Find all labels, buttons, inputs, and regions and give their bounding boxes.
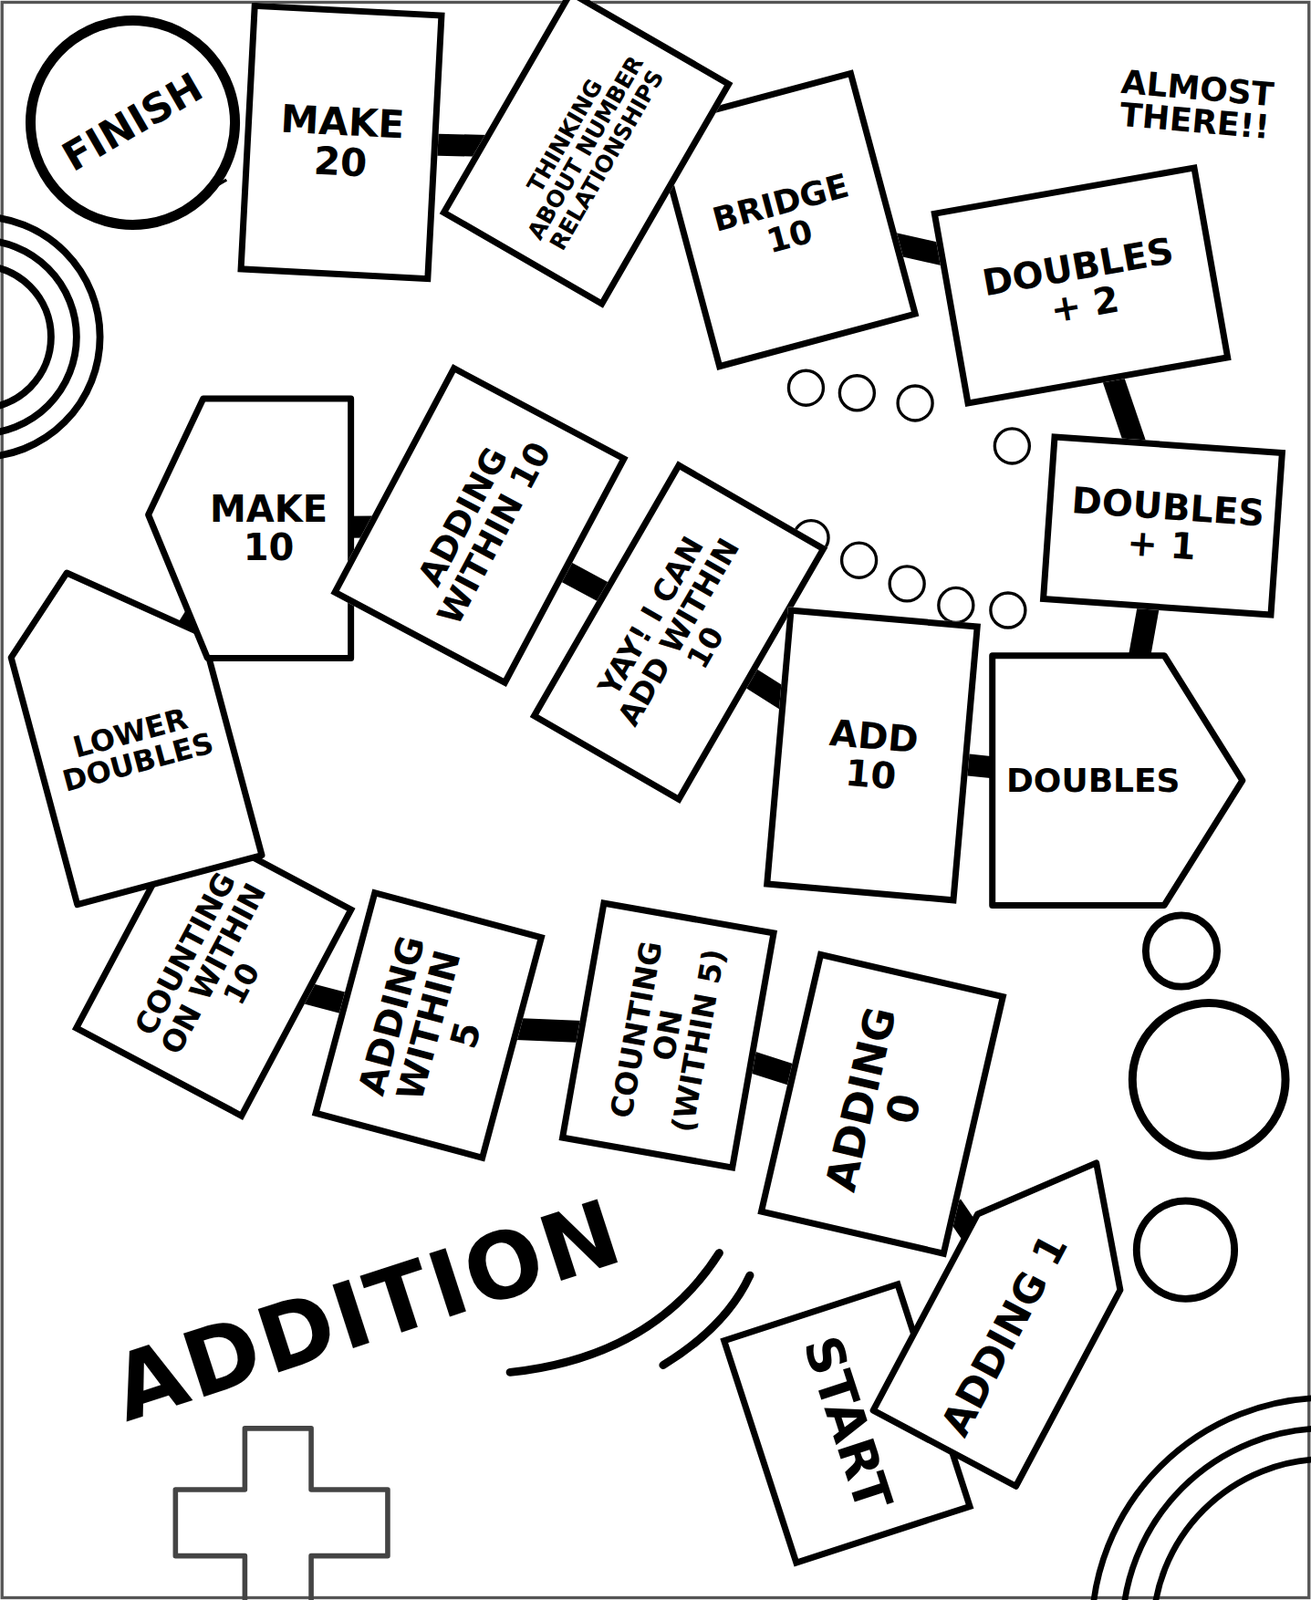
space-label: COUNTING ON (WITHIN 5) bbox=[604, 930, 733, 1140]
space-label: ADD 10 bbox=[797, 710, 948, 800]
game-space: DOUBLES + 1 bbox=[1040, 433, 1286, 618]
game-space: COUNTING ON (WITHIN 5) bbox=[559, 899, 778, 1172]
trail-dot bbox=[938, 587, 974, 623]
space-label: ADDING WITHIN 5 bbox=[349, 920, 509, 1130]
trail-dot bbox=[842, 542, 877, 578]
space-outline-shape bbox=[991, 655, 1242, 906]
dot-trail bbox=[788, 370, 1030, 628]
space-outline-shape bbox=[148, 398, 352, 658]
space-label: DOUBLES + 1 bbox=[1068, 480, 1259, 571]
space-label: ADDING 0 bbox=[814, 986, 951, 1222]
corner-arcs bbox=[0, 216, 1311, 1600]
space-label: FINISH bbox=[51, 62, 216, 182]
bubble-group bbox=[1132, 915, 1286, 1299]
space-label: MAKE 20 bbox=[267, 98, 417, 187]
space-label: DOUBLES bbox=[1005, 763, 1182, 799]
space-label: START bbox=[791, 1324, 902, 1523]
plus-symbol bbox=[175, 1428, 388, 1600]
trail-dot bbox=[994, 428, 1030, 464]
finish-space: FINISH bbox=[0, 0, 280, 270]
game-space: ADDING WITHIN 5 bbox=[312, 888, 546, 1162]
note-label: ALMOST THERE!! bbox=[1097, 63, 1294, 146]
space-label: BRIDGE 10 bbox=[699, 165, 873, 273]
game-space: DOUBLES + 2 bbox=[931, 164, 1233, 407]
game-space: DOUBLES bbox=[987, 650, 1249, 911]
arc bbox=[1092, 1397, 1311, 1600]
space-label: MAKE 10 bbox=[200, 489, 338, 567]
arc bbox=[0, 216, 101, 458]
space-label: ADDING WITHIN 10 bbox=[398, 416, 561, 636]
game-space: MAKE 20 bbox=[238, 2, 447, 283]
space-label: COUNTING ON WITHIN 10 bbox=[127, 863, 302, 1076]
trail-dot bbox=[990, 593, 1026, 628]
board-title: ADDITION bbox=[102, 1186, 633, 1436]
bubble bbox=[1132, 1003, 1286, 1157]
bubble bbox=[1136, 1200, 1235, 1299]
trail-dot bbox=[839, 375, 874, 411]
game-space: ADDING 0 bbox=[757, 950, 1008, 1259]
arc bbox=[1122, 1428, 1311, 1600]
space-label: THINKING ABOUT NUMBER RELATIONSHIPS bbox=[502, 38, 671, 258]
path-connector bbox=[510, 1029, 588, 1033]
trail-dot bbox=[788, 370, 823, 406]
arc bbox=[0, 239, 77, 434]
trail-dot bbox=[889, 566, 925, 602]
bubble bbox=[1145, 915, 1218, 987]
space-label: YAY! I CAN ADD WITHIN 10 bbox=[575, 501, 781, 763]
game-space: MAKE 10 bbox=[144, 393, 355, 664]
arc bbox=[0, 265, 52, 409]
space-label: DOUBLES + 2 bbox=[966, 228, 1197, 344]
path-connector bbox=[1111, 372, 1137, 448]
arc bbox=[1153, 1458, 1311, 1600]
trail-dot bbox=[897, 385, 933, 421]
game-space: ADD 10 bbox=[763, 606, 981, 904]
